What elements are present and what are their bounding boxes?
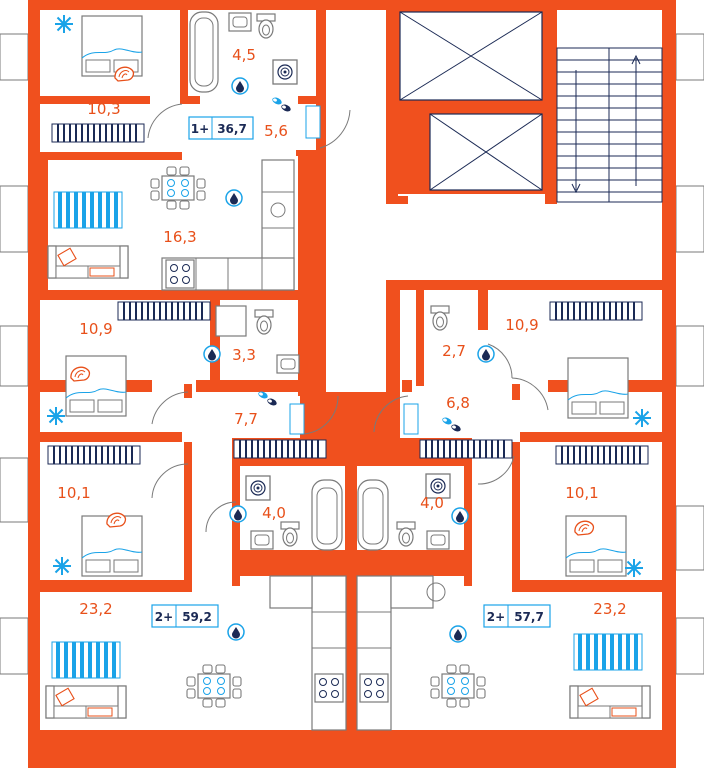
room-area-label: 23,2: [79, 600, 112, 618]
room-area-label: 4,0: [420, 494, 444, 512]
apartment-badge-3: 2+ 57,7: [483, 604, 551, 628]
apartment-area: 57,7: [514, 610, 544, 624]
walls: [28, 0, 676, 768]
staircase: [556, 47, 663, 203]
room-area-label: 16,3: [163, 228, 196, 246]
apartment-badge-1: 1+ 36,7: [188, 116, 254, 140]
apartment-type: 1+: [191, 122, 209, 136]
room-area-label: 5,6: [264, 122, 288, 140]
exterior-windows: [0, 33, 704, 675]
room-area-label: 10,1: [57, 484, 90, 502]
furniture: [45, 11, 652, 731]
room-area-label: 7,7: [234, 410, 258, 428]
apartment-area: 59,2: [182, 610, 212, 624]
room-area-label: 10,3: [87, 100, 120, 118]
elevator-shaft-bottom: [398, 104, 546, 194]
room-area-label: 10,1: [565, 484, 598, 502]
room-area-label: 3,3: [232, 346, 256, 364]
stair-hall: [326, 10, 386, 280]
room-area-label: 10,9: [505, 316, 538, 334]
room-area-label: 23,2: [593, 600, 626, 618]
room-area-label: 10,9: [79, 320, 112, 338]
apartment-area: 36,7: [217, 122, 247, 136]
stair-landing: [400, 204, 546, 280]
room-area-label: 6,8: [446, 394, 470, 412]
room-area-label: 4,5: [232, 46, 256, 64]
apartment-badge-2: 2+ 59,2: [151, 604, 219, 628]
elevator-shaft-top: [398, 10, 546, 104]
room-area-label: 2,7: [442, 342, 466, 360]
room-labels: 10,3 4,5 5,6 16,3 10,9 3,3 7,7 10,1 4,0 …: [57, 46, 626, 618]
room-area-label: 4,0: [262, 504, 286, 522]
apartment-type: 2+: [155, 610, 173, 624]
apartment-type: 2+: [487, 610, 505, 624]
